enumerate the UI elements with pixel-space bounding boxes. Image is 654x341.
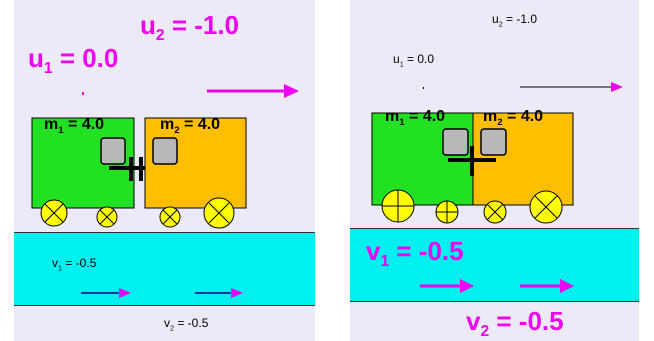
water-track — [350, 228, 639, 302]
cart1 — [371, 112, 474, 224]
cart2 — [472, 112, 574, 224]
v2-label: v2 = -0.5 — [466, 306, 564, 341]
wheel-icon — [435, 200, 459, 224]
wheel-icon — [529, 190, 563, 224]
left-scene — [31, 84, 299, 298]
v1-label: v1 = -0.5 — [366, 236, 464, 271]
m2-label: m2 = 4.0 — [483, 108, 544, 129]
v1-arrow-icon — [81, 288, 131, 298]
u2-arrow-icon — [520, 82, 623, 92]
v2-label: v2 = -0.5 — [164, 316, 209, 333]
left-panel: u2 = -1.0 u1 = 0.0 m1 = 4.0 m2 = 4.0 v1 … — [14, 0, 315, 341]
right-scene — [371, 82, 623, 293]
wheel-icon — [483, 200, 507, 224]
u2-label: u2 = -1.0 — [140, 10, 240, 45]
wheel-icon — [203, 197, 235, 229]
cart2 — [144, 117, 247, 229]
m2-label: m2 = 4.0 — [160, 116, 221, 137]
v1-arrow-icon — [420, 279, 474, 293]
u2-arrow-icon — [207, 84, 299, 98]
v1-label: v1 = -0.5 — [52, 256, 97, 273]
v2-arrow-icon — [195, 288, 243, 298]
u1-dot-icon — [423, 87, 424, 89]
cart1 — [31, 117, 135, 228]
coupler-icon — [448, 146, 496, 176]
u1-label: u1 = 0.0 — [393, 52, 435, 69]
v2-arrow-icon — [520, 279, 574, 293]
wheel-icon — [40, 199, 68, 227]
u2-label: u2 = -1.0 — [492, 12, 538, 29]
m1-label: m1 = 4.0 — [385, 108, 446, 129]
m1-label: m1 = 4.0 — [44, 116, 105, 137]
wheel-icon — [381, 189, 415, 223]
wheel-icon — [96, 206, 118, 228]
right-panel: u2 = -1.0 u1 = 0.0 m1 = 4.0 m2 = 4.0 v1 … — [350, 0, 639, 341]
wheel-icon — [159, 206, 181, 228]
u1-label: u1 = 0.0 — [28, 43, 119, 78]
u1-dot-icon — [82, 92, 84, 95]
water-track — [14, 232, 315, 306]
